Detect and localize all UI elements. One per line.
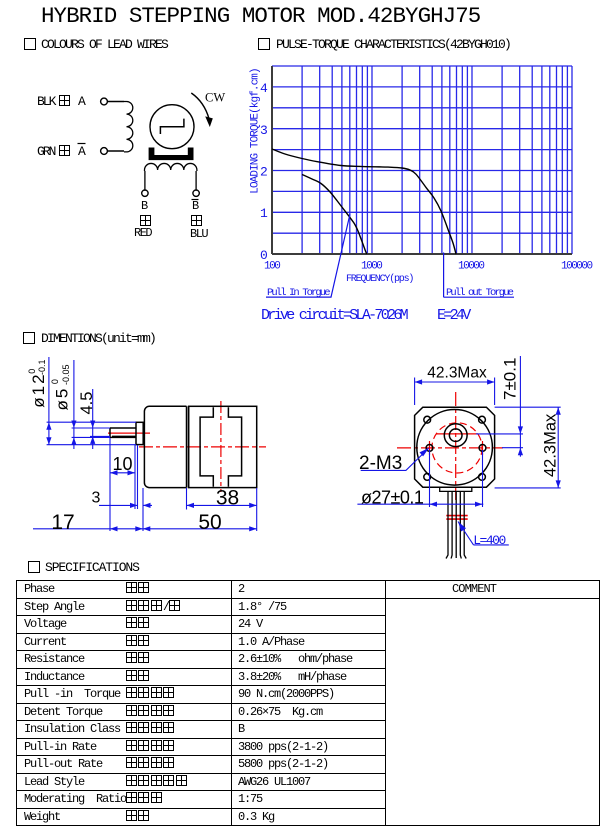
svg-text:100: 100 <box>264 261 280 273</box>
svg-text:10000: 10000 <box>458 261 484 273</box>
svg-text:3: 3 <box>260 123 267 138</box>
svg-text:BLU: BLU <box>190 227 208 241</box>
svg-text:A: A <box>78 94 86 109</box>
svg-text:-0.1: -0.1 <box>37 359 47 375</box>
svg-text:B: B <box>192 199 199 213</box>
svg-text:42.3Max: 42.3Max <box>427 365 487 382</box>
svg-text:LOADING TORQUE(kgf.cm): LOADING TORQUE(kgf.cm) <box>250 68 262 193</box>
svg-text:1: 1 <box>260 206 268 221</box>
svg-text:4: 4 <box>260 81 268 96</box>
svg-text:ø5: ø5 <box>53 387 72 411</box>
svg-text:FREQUENCY(pps): FREQUENCY(pps) <box>346 273 413 285</box>
svg-text:1000: 1000 <box>361 261 382 273</box>
svg-text:4.5: 4.5 <box>78 392 96 415</box>
svg-text:0: 0 <box>27 369 37 374</box>
svg-text:ø12: ø12 <box>29 372 48 407</box>
svg-text:RED: RED <box>134 226 152 240</box>
svg-text:Pull In Torgue: Pull In Torgue <box>267 287 330 299</box>
svg-text:ø27±0.1: ø27±0.1 <box>361 488 424 508</box>
svg-text:0: 0 <box>50 379 60 384</box>
svg-text:42.3Max: 42.3Max <box>542 413 560 477</box>
svg-text:50: 50 <box>198 511 221 534</box>
svg-text:0: 0 <box>260 248 267 263</box>
svg-text:2-M3: 2-M3 <box>359 453 402 474</box>
svg-text:CW: CW <box>205 91 225 105</box>
svg-text:Drive circuit=SLA-7026M: Drive circuit=SLA-7026M <box>261 307 409 324</box>
svg-text:E=24V: E=24V <box>437 307 471 324</box>
svg-text:L=400: L=400 <box>473 533 505 548</box>
svg-text:GRN: GRN <box>37 144 56 159</box>
svg-text:2: 2 <box>260 165 267 180</box>
svg-text:17: 17 <box>51 511 74 534</box>
svg-text:3: 3 <box>92 490 101 507</box>
svg-text:7±0.1: 7±0.1 <box>501 358 520 400</box>
svg-text:B: B <box>141 199 148 213</box>
svg-text:A: A <box>78 144 86 159</box>
svg-text:10: 10 <box>112 454 132 474</box>
svg-text:Pull out Torgue: Pull out Torgue <box>446 287 514 299</box>
svg-text:38: 38 <box>216 487 239 510</box>
svg-text:100000: 100000 <box>561 261 593 273</box>
svg-text:BLK: BLK <box>37 94 57 109</box>
svg-text:-0.05: -0.05 <box>61 364 71 385</box>
